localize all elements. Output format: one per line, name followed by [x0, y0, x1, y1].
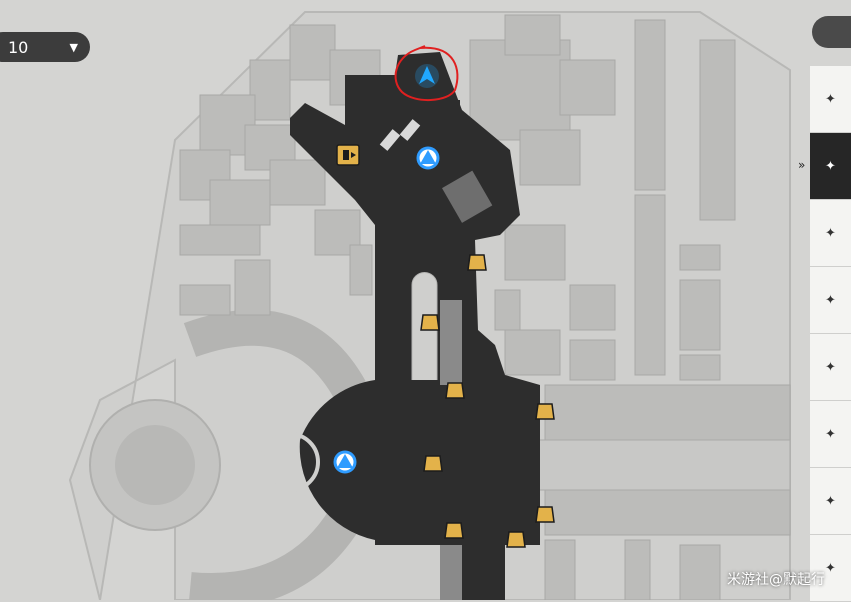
- side-menu-item-7[interactable]: ✦: [810, 468, 851, 535]
- floor-selector[interactable]: 10 ▼: [0, 32, 90, 62]
- side-menu-item-5[interactable]: ✦: [810, 334, 851, 401]
- treasure-chest-icon[interactable]: [420, 254, 555, 548]
- side-menu-item-8[interactable]: ✦: [810, 535, 851, 602]
- top-right-button[interactable]: [812, 16, 851, 48]
- chevron-down-icon: ▼: [69, 40, 78, 54]
- plaza-ring: [260, 432, 320, 492]
- sparkle-icon: ✦: [825, 560, 836, 576]
- sparkle-icon: ✦: [825, 225, 836, 241]
- red-circle-annotation: [394, 45, 459, 102]
- player-arrow-icon: [415, 64, 439, 88]
- sparkle-icon: ✦: [825, 426, 836, 442]
- space-anchor-icon[interactable]: [416, 146, 440, 170]
- exit-door-icon[interactable]: [336, 144, 360, 166]
- watermark: 米游社@默起行: [727, 572, 825, 588]
- sparkle-icon: ✦: [825, 91, 836, 107]
- side-menu-item-2[interactable]: » ✦: [798, 133, 851, 200]
- sparkle-icon: ✦: [825, 158, 836, 174]
- side-menu: ✦ » ✦ ✦ ✦ ✦ ✦ ✦ ✦: [798, 66, 851, 602]
- space-anchor-icon[interactable]: [333, 450, 357, 474]
- sparkle-icon: ✦: [825, 359, 836, 375]
- stairs: [440, 300, 462, 385]
- sparkle-icon: ✦: [825, 493, 836, 509]
- side-menu-item-1[interactable]: ✦: [810, 66, 851, 133]
- sparkle-icon: ✦: [825, 292, 836, 308]
- side-menu-item-6[interactable]: ✦: [810, 401, 851, 468]
- double-chevron-right-icon: »: [798, 158, 806, 172]
- floor-number: 10: [8, 37, 29, 57]
- side-menu-item-4[interactable]: ✦: [810, 267, 851, 334]
- side-menu-item-3[interactable]: ✦: [810, 200, 851, 267]
